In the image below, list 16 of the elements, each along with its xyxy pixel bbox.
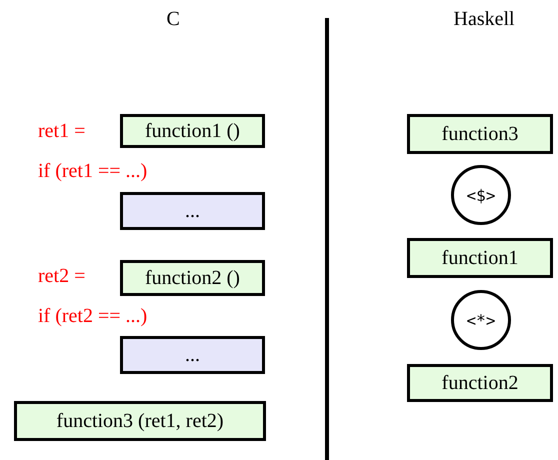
- function-box: function1: [407, 238, 553, 278]
- placeholder-box: ...: [120, 192, 265, 230]
- code-text: if (ret1 == ...): [38, 160, 148, 182]
- function-box: function2 (): [120, 260, 265, 296]
- function-box: function1 (): [120, 114, 265, 148]
- function-box: function2: [407, 364, 553, 402]
- code-text: ret2 =: [38, 265, 86, 287]
- placeholder-box: ...: [120, 336, 265, 374]
- column-heading: C: [166, 8, 180, 30]
- code-text: ret1 =: [38, 120, 86, 142]
- code-text: if (ret2 == ...): [38, 305, 148, 327]
- function-box: function3: [407, 114, 553, 154]
- operator-circle: <$>: [451, 165, 511, 225]
- column-heading: Haskell: [454, 8, 515, 30]
- function-box: function3 (ret1, ret2): [14, 401, 266, 441]
- operator-circle: <*>: [451, 290, 511, 350]
